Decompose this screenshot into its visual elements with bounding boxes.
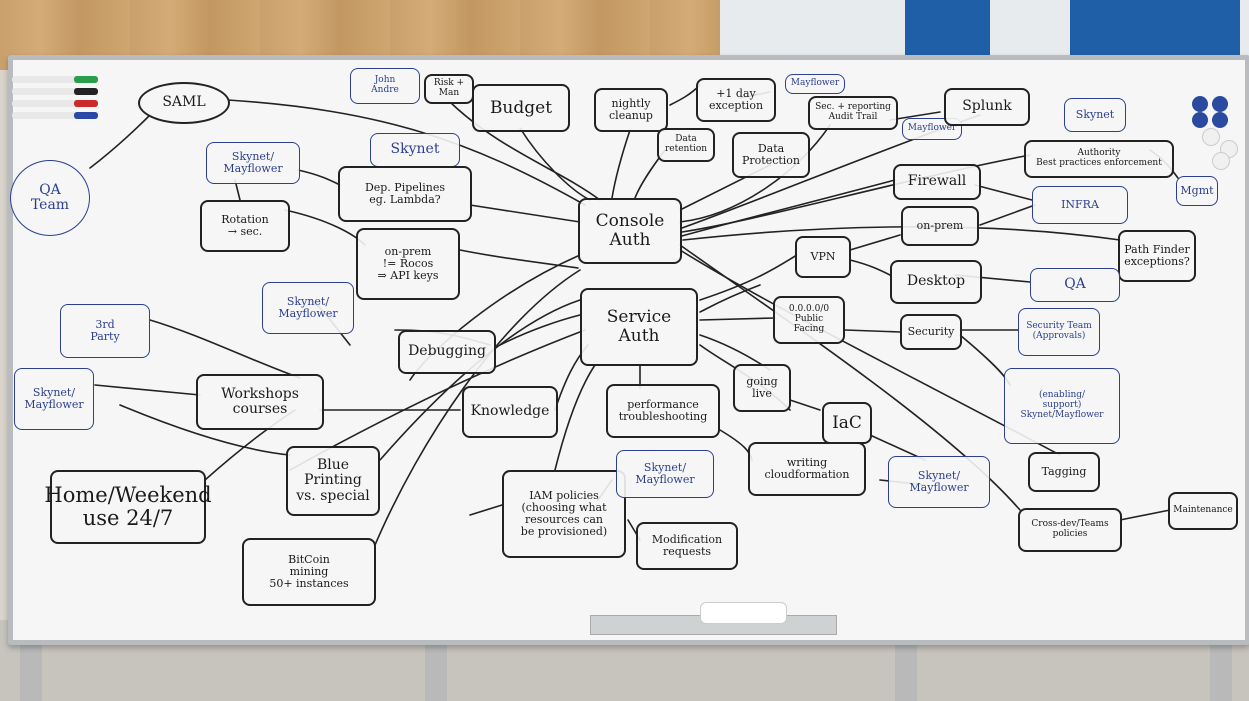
note-skynet-mayflower-5[interactable]: Skynet/ Mayflower [888, 456, 990, 508]
note-on-prem-left[interactable]: on-prem != Rocos ⇒ API keys [356, 228, 460, 300]
note-data-protection[interactable]: Data Protection [732, 132, 810, 178]
note-security-team[interactable]: Security Team (Approvals) [1018, 308, 1100, 356]
note-skynet-right[interactable]: Skynet [1064, 98, 1126, 132]
note-enabling-support[interactable]: (enabling/ support) Skynet/Mayflower [1004, 368, 1120, 444]
note-qa-right[interactable]: QA [1030, 268, 1120, 302]
note-iac[interactable]: IaC [822, 402, 872, 444]
note-data-retention[interactable]: Data retention [657, 128, 715, 162]
note-firewall[interactable]: Firewall [893, 164, 981, 200]
note-tagging[interactable]: Tagging [1028, 452, 1100, 492]
note-dep-pipelines[interactable]: Dep. Pipelines eg. Lambda? [338, 166, 472, 222]
note-one-day-exception[interactable]: +1 day exception [696, 78, 776, 122]
note-console-auth[interactable]: Console Auth [578, 198, 682, 264]
note-john-andre[interactable]: John Andre [350, 68, 420, 104]
note-knowledge[interactable]: Knowledge [462, 386, 558, 438]
note-authority[interactable]: Authority Best practices enforcement [1024, 140, 1174, 178]
note-nightly-cleanup[interactable]: nightly cleanup [594, 88, 668, 132]
blue-marker[interactable] [12, 112, 98, 119]
note-home-weekend[interactable]: Home/Weekend use 24/7 [44, 470, 212, 544]
note-skynet-mayflower-2[interactable]: Skynet/ Mayflower [262, 282, 354, 334]
magnet[interactable] [1192, 96, 1208, 112]
green-marker[interactable] [12, 76, 98, 83]
note-risk-man[interactable]: Risk + Man [424, 74, 474, 104]
note-vpn[interactable]: VPN [795, 236, 851, 278]
note-security[interactable]: Security [900, 314, 962, 350]
note-iam-policies[interactable]: IAM policies (choosing what resources ca… [502, 470, 626, 558]
red-marker[interactable] [12, 100, 98, 107]
note-desktop[interactable]: Desktop [890, 260, 982, 304]
note-public-facing[interactable]: 0.0.0.0/0 Public Facing [773, 296, 845, 344]
note-mayflower-top[interactable]: Mayflower [785, 74, 845, 94]
note-maintenance[interactable]: Maintenance [1168, 492, 1238, 530]
note-performance[interactable]: performance troubleshooting [606, 384, 720, 438]
note-skynet-top[interactable]: Skynet [370, 133, 460, 167]
note-cross-dev[interactable]: Cross-dev/Teams policies [1018, 508, 1122, 552]
eraser[interactable] [700, 602, 787, 624]
note-mgmt[interactable]: Mgmt [1176, 176, 1218, 206]
note-rotation[interactable]: Rotation → sec. [200, 200, 290, 252]
note-debugging[interactable]: Debugging [398, 330, 496, 374]
note-saml[interactable]: SAML [138, 82, 230, 124]
note-path-finder[interactable]: Path Finder exceptions? [1118, 230, 1196, 282]
note-skynet-mayflower-3[interactable]: Skynet/ Mayflower [14, 368, 94, 430]
note-modification-requests[interactable]: Modification requests [636, 522, 738, 570]
note-on-prem-right[interactable]: on-prem [901, 206, 979, 246]
note-skynet-mayflower-1[interactable]: Skynet/ Mayflower [206, 142, 300, 184]
magnet[interactable] [1192, 112, 1208, 128]
magnet[interactable] [1212, 96, 1228, 112]
note-third-party[interactable]: 3rd Party [60, 304, 150, 358]
black-marker[interactable] [12, 88, 98, 95]
magnet[interactable] [1212, 152, 1230, 170]
magnet[interactable] [1202, 128, 1220, 146]
note-budget[interactable]: Budget [472, 84, 570, 132]
magnet[interactable] [1212, 112, 1228, 128]
note-writing-cloudformation[interactable]: writing cloudformation [748, 442, 866, 496]
note-sec-reporting[interactable]: Sec. + reporting Audit Trail [808, 96, 898, 130]
note-infra[interactable]: INFRA [1032, 186, 1128, 224]
note-qa-team[interactable]: QA Team [10, 160, 90, 236]
note-service-auth[interactable]: Service Auth [580, 288, 698, 366]
note-bitcoin[interactable]: BitCoin mining 50+ instances [242, 538, 376, 606]
note-skynet-mayflower-4[interactable]: Skynet/ Mayflower [616, 450, 714, 498]
note-going-live[interactable]: going live [733, 364, 791, 412]
note-splunk[interactable]: Splunk [944, 88, 1030, 126]
note-blue-printing[interactable]: Blue Printing vs. special [286, 446, 380, 516]
note-workshops[interactable]: Workshops courses [196, 374, 324, 430]
